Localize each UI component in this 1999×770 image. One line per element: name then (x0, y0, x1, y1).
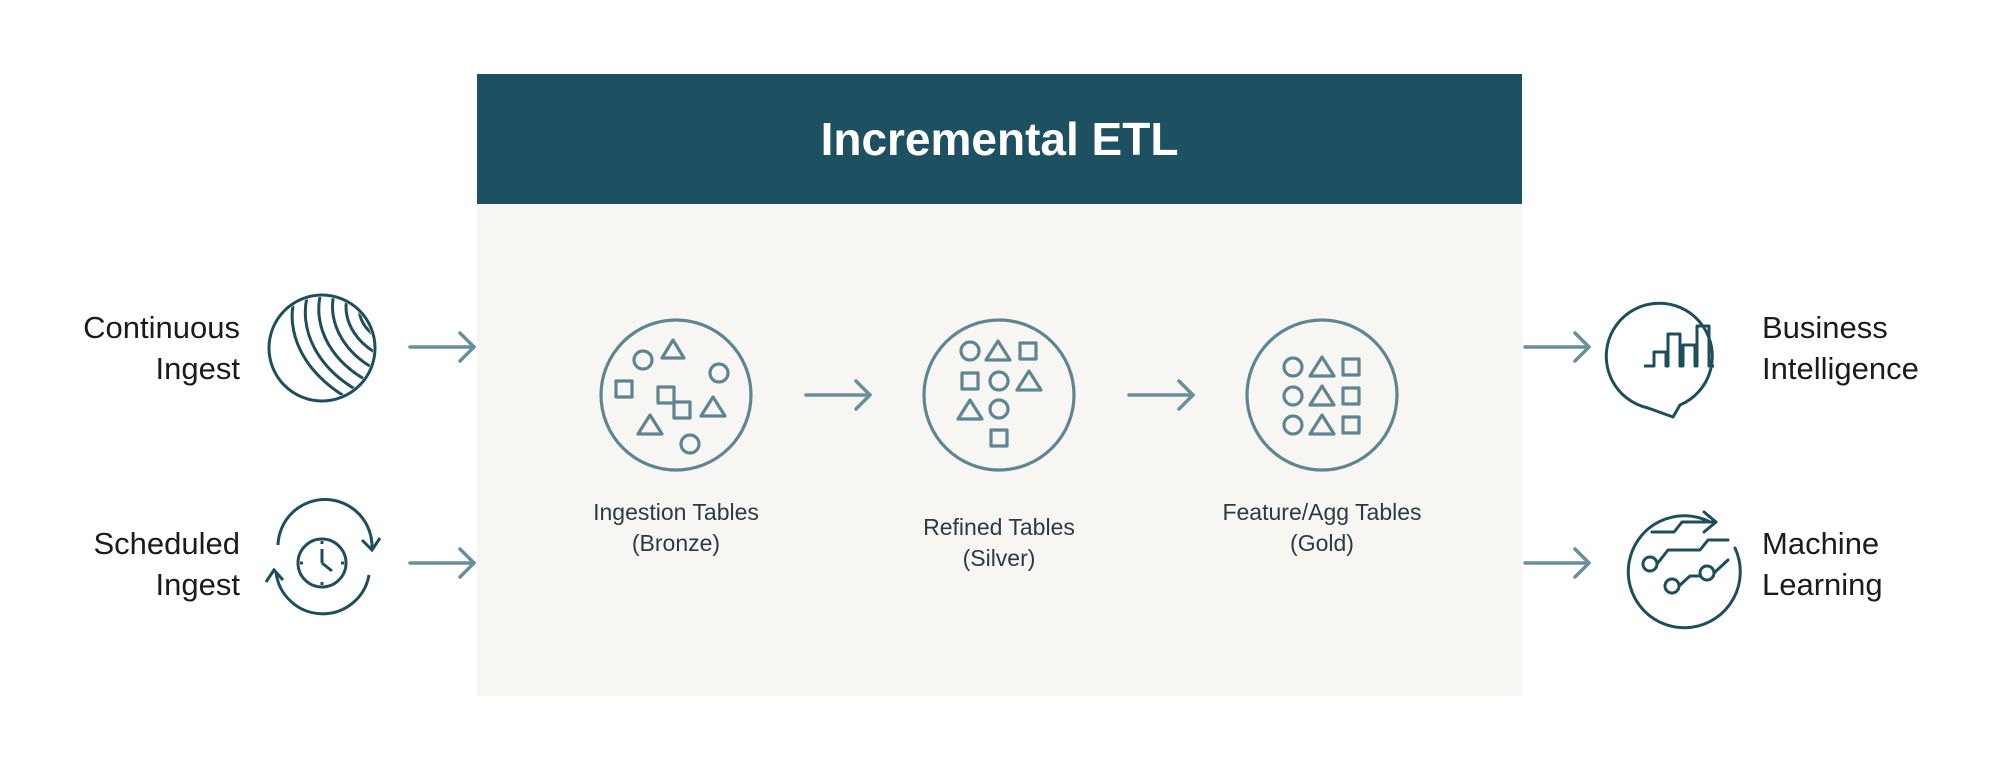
continuous-stream-icon (267, 293, 377, 403)
scheduled-clock-icon (264, 498, 382, 616)
arrow-etl-to-ml (1523, 547, 1591, 579)
silver-table-icon (922, 318, 1076, 472)
arrow-continuous-to-etl (408, 331, 476, 363)
gold-table-icon (1245, 318, 1399, 472)
arrow-etl-to-bi (1523, 331, 1591, 363)
stage-label-silver: Refined Tables(Silver) (923, 514, 1075, 571)
bar-chart-bubble-icon (1604, 301, 1714, 419)
arrow-silver-to-gold (1127, 379, 1195, 411)
stage-label-gold: Feature/Agg Tables(Gold) (1222, 499, 1422, 556)
arrow-scheduled-to-etl (408, 547, 476, 579)
stage-label-bronze: Ingestion Tables(Bronze) (593, 499, 759, 556)
circuit-cycle-icon (1626, 510, 1742, 630)
bronze-table-icon (599, 318, 753, 472)
etl-banner: Incremental ETL (477, 74, 1522, 204)
arrow-bronze-to-silver (804, 379, 872, 411)
banner-title: Incremental ETL (820, 113, 1179, 165)
